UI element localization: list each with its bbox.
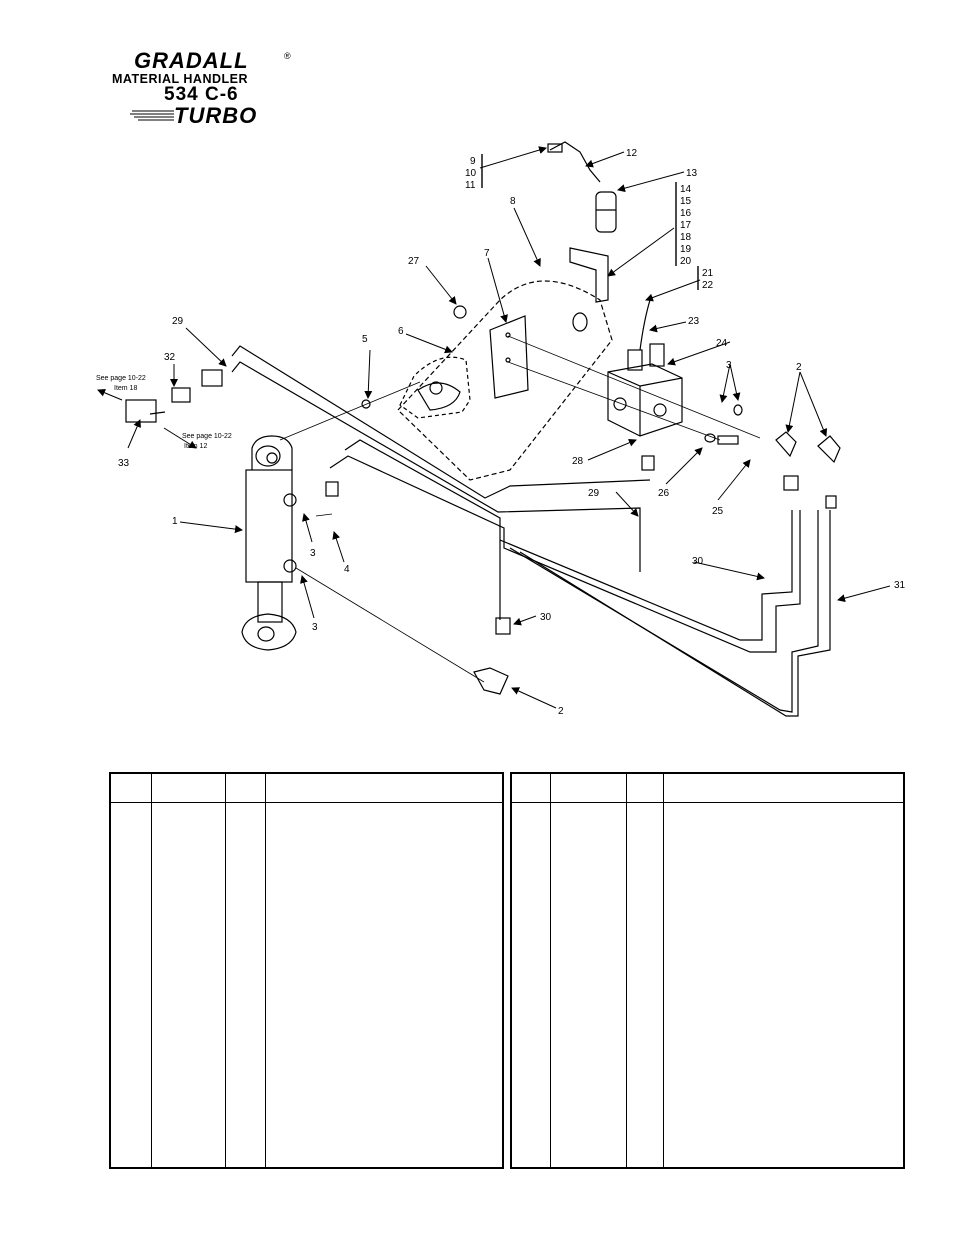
callout-24: 24 (716, 338, 728, 349)
callout-20: 20 (680, 256, 692, 267)
callout-11: 11 (465, 180, 476, 191)
logo-registered-mark: ® (284, 51, 291, 61)
callout-19: 19 (680, 244, 692, 255)
callout-29b: 29 (588, 488, 600, 499)
callout-31: 31 (894, 580, 906, 591)
logo-brand: GRADALL (134, 48, 249, 73)
hydraulic-cylinder (241, 435, 297, 651)
callout-3b: 3 (310, 548, 316, 559)
callout-12: 12 (626, 148, 638, 159)
logo-model-number: 534 C-6 (164, 84, 239, 105)
callout-32: 32 (164, 352, 176, 363)
callout-2b: 2 (796, 362, 802, 373)
table-header-rule (512, 802, 903, 803)
bracket-14 (569, 247, 609, 303)
callout-10: 10 (465, 168, 477, 179)
callout-3a: 3 (726, 360, 732, 371)
gradall-logo: GRADALL ® MATERIAL HANDLER 534 C-6 TURBO (108, 48, 318, 128)
table-column-divider (265, 774, 266, 1167)
callout-4: 4 (344, 564, 350, 575)
note-left-bottom-2: Item 12 (184, 443, 207, 450)
speed-lines-icon (130, 110, 174, 121)
callout-16: 16 (680, 208, 692, 219)
callout-18: 18 (680, 232, 692, 243)
callout-7: 7 (484, 248, 490, 259)
callout-15: 15 (680, 196, 692, 207)
logo-product-line: MATERIAL HANDLER (112, 72, 249, 86)
note-left-top-1: See page 10-22 (96, 375, 146, 382)
callout-30b: 30 (692, 556, 704, 567)
callout-5: 5 (362, 334, 368, 345)
hydraulic-tube-29 (231, 345, 651, 499)
mounting-plate-8 (397, 280, 613, 481)
callout-21: 21 (702, 268, 714, 279)
note-left-bottom-1: See page 10-22 (182, 433, 232, 440)
callout-33: 33 (118, 458, 130, 469)
callout-23: 23 (688, 316, 700, 327)
callout-1: 1 (172, 516, 178, 527)
callout-30a: 30 (540, 612, 552, 623)
table-column-divider (663, 774, 664, 1167)
table-header-rule (111, 802, 502, 803)
table-column-divider (626, 774, 627, 1167)
table-column-divider (225, 774, 226, 1167)
callout-13: 13 (686, 168, 698, 179)
sensor-13 (595, 191, 617, 233)
callout-28: 28 (572, 456, 584, 467)
callout-9: 9 (470, 156, 476, 167)
callout-6: 6 (398, 326, 404, 337)
mounting-plate-6 (399, 356, 471, 419)
callout-17: 17 (680, 220, 692, 231)
callout-14: 14 (680, 184, 692, 195)
logo-turbo: TURBO (174, 103, 258, 128)
bracket-7 (489, 315, 529, 399)
parts-table-left (109, 772, 504, 1169)
parts-table-right (510, 772, 905, 1169)
callout-2a: 2 (558, 706, 564, 717)
callout-27: 27 (408, 256, 420, 267)
callout-26: 26 (658, 488, 670, 499)
hydraulic-tube-31 (509, 510, 819, 713)
table-column-divider (151, 774, 152, 1167)
callout-25: 25 (712, 506, 724, 517)
valve-block-24 (607, 299, 683, 437)
exploded-parts-diagram: 1 2 2 3 3 3 4 5 6 7 8 9 10 11 12 13 14 1… (96, 141, 906, 717)
note-left-top-2: Item 18 (114, 385, 137, 392)
callout-22: 22 (702, 280, 714, 291)
table-column-divider (550, 774, 551, 1167)
callout-8: 8 (510, 196, 516, 207)
callout-3c: 3 (312, 622, 318, 633)
callout-29a: 29 (172, 316, 184, 327)
